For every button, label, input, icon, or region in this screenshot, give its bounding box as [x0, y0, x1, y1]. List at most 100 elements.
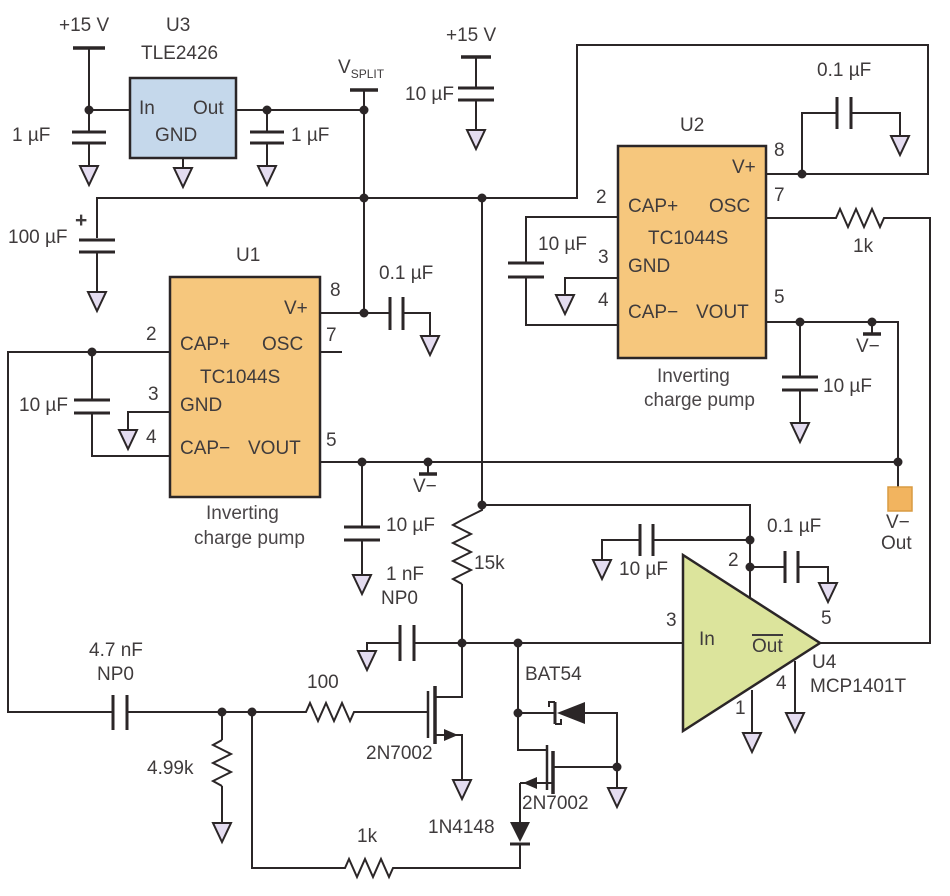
u4-num5: 5 [821, 608, 832, 629]
diode-1n4148 [510, 822, 530, 846]
u3-body [128, 76, 238, 160]
u1-caption1: Inverting [206, 503, 279, 524]
u1-vminus-label: V− [413, 476, 437, 497]
resistor-100 [300, 700, 367, 724]
u4-body [681, 552, 823, 734]
u1-pin-vout: VOUT [248, 438, 301, 459]
u1-part: TC1044S [200, 367, 281, 388]
u2-num5: 5 [774, 287, 785, 308]
u2-caption1: Inverting [657, 366, 730, 387]
u1-flycap-label: 10 µF [19, 395, 68, 416]
u4-num2: 2 [728, 550, 739, 571]
vcc-left-label: +15 V [59, 15, 110, 36]
u2-caption2: charge pump [644, 390, 755, 411]
q2-label: 2N7002 [522, 793, 589, 814]
u2-pin-vout: VOUT [696, 302, 749, 323]
r499k-label: 4.99k [147, 758, 194, 779]
u4-pin-in: In [699, 629, 715, 650]
u3-pin-in: In [139, 98, 155, 119]
u3-pin-out: Out [193, 98, 224, 119]
u1-body [168, 275, 322, 499]
r15k-label: 15k [474, 553, 505, 574]
bulk-cap-plus: + [75, 209, 88, 232]
c47nf-label: 4.7 nF [89, 640, 143, 661]
resistor-15k [450, 519, 474, 585]
resistor-1k-bottom [340, 856, 405, 880]
u4-ref: U4 [812, 652, 837, 673]
ground-symbols [78, 129, 911, 845]
u1-pin-capp: CAP+ [180, 334, 231, 355]
q1-label: 2N7002 [366, 743, 433, 764]
u2-num2: 2 [596, 187, 607, 208]
u2-num8: 8 [774, 140, 785, 161]
u4-supcap-label: 10 µF [619, 559, 668, 580]
u2-outcap-label: 10 µF [823, 376, 872, 397]
resistors [210, 206, 893, 880]
u2-bypass-label: 0.1 µF [817, 60, 872, 81]
u2-body [616, 144, 768, 360]
diode-bat54 [548, 701, 585, 725]
u2-rosc-label: 1k [853, 236, 874, 257]
supply-bars [73, 46, 881, 476]
vminus-out-label1: V− [886, 512, 910, 533]
u2-num4: 4 [598, 290, 609, 311]
c1nf-type-label: NP0 [381, 588, 418, 609]
resistor-1k-osc [833, 206, 893, 230]
u1-num4: 4 [146, 427, 157, 448]
cap-rail-label: 10 µF [405, 84, 454, 105]
u2-num7: 7 [774, 185, 785, 206]
mosfet-q1 [426, 686, 458, 744]
u3-part: TLE2426 [141, 43, 219, 64]
u1-pin-osc: OSC [262, 334, 304, 355]
u1-caption2: charge pump [194, 528, 305, 549]
u1-ref: U1 [236, 245, 261, 266]
u2-ref: U2 [680, 115, 705, 136]
d1n4148-label: 1N4148 [428, 817, 495, 838]
u1-pin-capm: CAP− [180, 438, 231, 459]
c47nf-type-label: NP0 [97, 664, 134, 685]
c1nf-label: 1 nF [386, 564, 425, 585]
wires [7, 44, 931, 869]
r1k-bottom-label: 1k [357, 826, 378, 847]
u2-num3: 3 [598, 247, 609, 268]
u1-num7: 7 [326, 325, 337, 346]
u1-pin-gnd: GND [180, 395, 223, 416]
cap-left-label: 1 µF [12, 125, 51, 146]
u2-pin-capm: CAP− [628, 302, 679, 323]
u4-part: MCP1401T [810, 676, 907, 697]
u3-ref: U3 [166, 15, 191, 36]
junction-dots [84, 105, 903, 772]
u2-part: TC1044S [648, 228, 729, 249]
u4-num3: 3 [666, 610, 677, 631]
u1-pin-vplus: V+ [284, 298, 308, 319]
u1-bypass-label: 0.1 µF [379, 263, 434, 284]
cap-right-label: 1 µF [291, 125, 330, 146]
u4-num4: 4 [776, 673, 787, 694]
u4-num1: 1 [735, 698, 746, 719]
u2-pin-capp: CAP+ [628, 196, 679, 217]
u3-pin-gnd: GND [155, 125, 198, 146]
u2-vminus-label: V− [856, 336, 880, 357]
vminus-out-pad [887, 486, 913, 512]
vsplit-label: VSPLIT [338, 58, 385, 81]
u1-outcap-label: 10 µF [386, 515, 435, 536]
u2-flycap-label: 10 µF [538, 234, 587, 255]
u1-num5: 5 [326, 430, 337, 451]
mosfet-q2 [523, 745, 555, 794]
u2-pin-gnd: GND [628, 256, 671, 277]
vcc-mid-label: +15 V [446, 25, 497, 46]
u1-num3: 3 [148, 384, 159, 405]
cap-bulk-label: 100 µF [8, 227, 68, 248]
u2-pin-vplus: V+ [732, 157, 756, 178]
u4-pin-out: Out [752, 634, 783, 657]
capacitor-plates [72, 86, 853, 730]
u2-pin-osc: OSC [709, 196, 751, 217]
u4-bypass-label: 0.1 µF [767, 516, 822, 537]
r100-label: 100 [307, 672, 339, 693]
u1-num2: 2 [146, 324, 157, 345]
resistor-4p99k [210, 739, 234, 787]
u1-num8: 8 [330, 280, 341, 301]
vsplit-sub: SPLIT [350, 67, 385, 81]
